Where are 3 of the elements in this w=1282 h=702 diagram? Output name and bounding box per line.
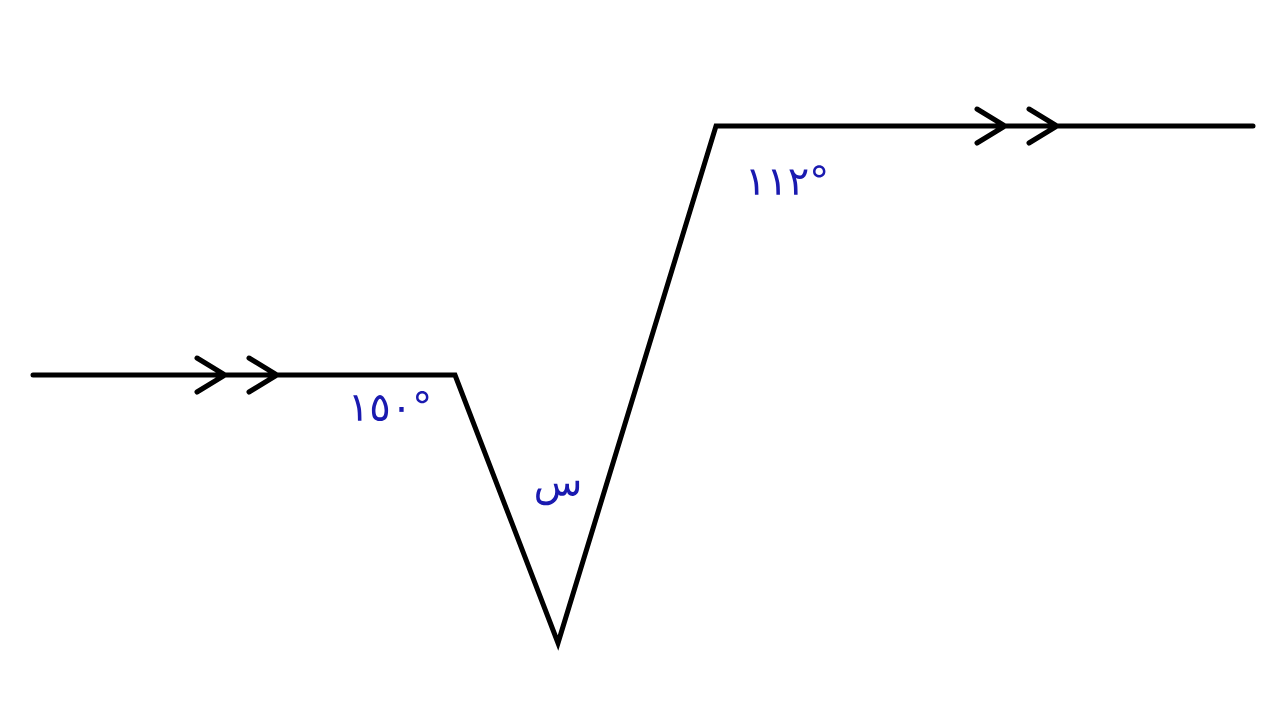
angle-label: ١١٢° — [750, 165, 826, 195]
angle-label: ١٥٠° — [353, 390, 429, 422]
angle-label: س — [536, 480, 580, 506]
